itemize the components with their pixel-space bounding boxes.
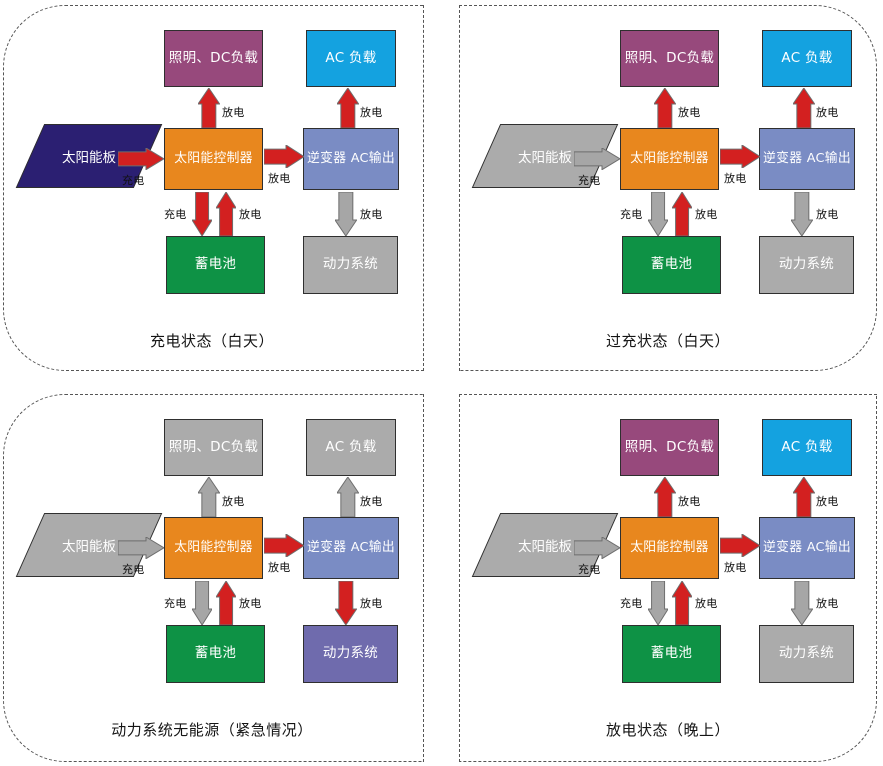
arrow-battery-to-controller-power-system-no-energy bbox=[216, 581, 237, 625]
arrow-label-controller-to-battery-overcharge-day: 充电 bbox=[620, 208, 643, 221]
arrow-label-inverter-to-powersystem-discharging-night: 放电 bbox=[816, 597, 839, 610]
node-inverter-overcharge-day[interactable]: 逆变器 AC输出 bbox=[759, 128, 855, 190]
arrow-controller-to-battery-overcharge-day bbox=[648, 192, 669, 236]
arrow-controller-to-dcload-charging-day bbox=[198, 88, 220, 128]
arrow-label-controller-to-dcload-charging-day: 放电 bbox=[222, 106, 245, 119]
arrow-label-controller-to-dcload-overcharge-day: 放电 bbox=[678, 106, 701, 119]
arrow-inverter-to-acload-discharging-night bbox=[793, 477, 815, 517]
arrow-label-controller-to-inverter-power-system-no-energy: 放电 bbox=[268, 561, 291, 574]
node-inverter-charging-day[interactable]: 逆变器 AC输出 bbox=[303, 128, 399, 190]
arrow-battery-to-controller-discharging-night bbox=[672, 581, 693, 625]
node-ac_load-overcharge-day[interactable]: AC 负载 bbox=[762, 30, 852, 87]
arrow-label-solar-to-controller-overcharge-day: 充电 bbox=[578, 174, 601, 187]
panel-caption-power-system-no-energy: 动力系统无能源（紧急情况） bbox=[111, 721, 313, 739]
arrow-label-controller-to-inverter-charging-day: 放电 bbox=[268, 172, 291, 185]
node-battery-power-system-no-energy[interactable]: 蓄电池 bbox=[166, 625, 265, 683]
arrow-controller-to-battery-power-system-no-energy bbox=[192, 581, 213, 625]
panel-caption-overcharge-day: 过充状态（白天） bbox=[605, 332, 730, 350]
arrow-controller-to-dcload-discharging-night bbox=[654, 477, 676, 517]
panel-caption-charging-day: 充电状态（白天） bbox=[149, 332, 274, 350]
node-inverter-discharging-night[interactable]: 逆变器 AC输出 bbox=[759, 517, 855, 579]
arrow-label-inverter-to-acload-overcharge-day: 放电 bbox=[816, 106, 839, 119]
panel-caption-discharging-night: 放电状态（晚上） bbox=[605, 721, 730, 739]
node-battery-discharging-night[interactable]: 蓄电池 bbox=[622, 625, 721, 683]
node-battery-overcharge-day[interactable]: 蓄电池 bbox=[622, 236, 721, 294]
arrow-controller-to-inverter-power-system-no-energy bbox=[264, 534, 304, 558]
panel-frame-overcharge-day bbox=[459, 5, 877, 371]
node-controller-charging-day[interactable]: 太阳能控制器 bbox=[164, 128, 263, 190]
node-controller-power-system-no-energy[interactable]: 太阳能控制器 bbox=[164, 517, 263, 579]
panel-frame-discharging-night bbox=[459, 394, 877, 762]
arrow-label-battery-to-controller-overcharge-day: 放电 bbox=[695, 208, 718, 221]
node-dc_load-discharging-night[interactable]: 照明、DC负载 bbox=[620, 419, 719, 476]
arrow-battery-to-controller-overcharge-day bbox=[672, 192, 693, 236]
arrow-label-solar-to-controller-charging-day: 充电 bbox=[122, 174, 145, 187]
node-inverter-power-system-no-energy[interactable]: 逆变器 AC输出 bbox=[303, 517, 399, 579]
arrow-inverter-to-acload-power-system-no-energy bbox=[337, 477, 359, 517]
arrow-controller-to-battery-charging-day bbox=[192, 192, 213, 236]
arrow-solar-to-controller-overcharge-day bbox=[574, 148, 620, 170]
node-power_system-power-system-no-energy[interactable]: 动力系统 bbox=[303, 625, 398, 683]
arrow-label-inverter-to-powersystem-power-system-no-energy: 放电 bbox=[360, 597, 383, 610]
arrow-label-solar-to-controller-discharging-night: 充电 bbox=[578, 563, 601, 576]
arrow-controller-to-dcload-power-system-no-energy bbox=[198, 477, 220, 517]
arrow-inverter-to-powersystem-discharging-night bbox=[791, 581, 813, 625]
arrow-solar-to-controller-discharging-night bbox=[574, 537, 620, 559]
node-dc_load-charging-day[interactable]: 照明、DC负载 bbox=[164, 30, 263, 87]
arrow-controller-to-dcload-overcharge-day bbox=[654, 88, 676, 128]
arrow-inverter-to-acload-overcharge-day bbox=[793, 88, 815, 128]
arrow-label-battery-to-controller-discharging-night: 放电 bbox=[695, 597, 718, 610]
arrow-controller-to-battery-discharging-night bbox=[648, 581, 669, 625]
arrow-label-inverter-to-powersystem-charging-day: 放电 bbox=[360, 208, 383, 221]
arrow-label-controller-to-dcload-discharging-night: 放电 bbox=[678, 495, 701, 508]
arrow-label-controller-to-dcload-power-system-no-energy: 放电 bbox=[222, 495, 245, 508]
node-ac_load-discharging-night[interactable]: AC 负载 bbox=[762, 419, 852, 476]
panel-frame-charging-day bbox=[3, 5, 424, 371]
arrow-label-inverter-to-acload-discharging-night: 放电 bbox=[816, 495, 839, 508]
node-battery-charging-day[interactable]: 蓄电池 bbox=[166, 236, 265, 294]
arrow-controller-to-inverter-discharging-night bbox=[720, 534, 760, 558]
arrow-inverter-to-acload-charging-day bbox=[337, 88, 359, 128]
arrow-label-inverter-to-acload-power-system-no-energy: 放电 bbox=[360, 495, 383, 508]
arrow-label-controller-to-battery-charging-day: 充电 bbox=[164, 208, 187, 221]
node-ac_load-power-system-no-energy[interactable]: AC 负载 bbox=[306, 419, 396, 476]
arrow-label-inverter-to-acload-charging-day: 放电 bbox=[360, 106, 383, 119]
node-controller-overcharge-day[interactable]: 太阳能控制器 bbox=[620, 128, 719, 190]
node-power_system-charging-day[interactable]: 动力系统 bbox=[303, 236, 398, 294]
panel-frame-power-system-no-energy bbox=[3, 394, 424, 762]
node-ac_load-charging-day[interactable]: AC 负载 bbox=[306, 30, 396, 87]
arrow-label-battery-to-controller-power-system-no-energy: 放电 bbox=[239, 597, 262, 610]
arrow-battery-to-controller-charging-day bbox=[216, 192, 237, 236]
node-dc_load-power-system-no-energy[interactable]: 照明、DC负载 bbox=[164, 419, 263, 476]
node-dc_load-overcharge-day[interactable]: 照明、DC负载 bbox=[620, 30, 719, 87]
arrow-inverter-to-powersystem-power-system-no-energy bbox=[335, 581, 357, 625]
arrow-label-controller-to-inverter-discharging-night: 放电 bbox=[724, 561, 747, 574]
arrow-label-controller-to-battery-discharging-night: 充电 bbox=[620, 597, 643, 610]
arrow-controller-to-inverter-overcharge-day bbox=[720, 145, 760, 169]
arrow-inverter-to-powersystem-charging-day bbox=[335, 192, 357, 236]
arrow-label-controller-to-inverter-overcharge-day: 放电 bbox=[724, 172, 747, 185]
arrow-solar-to-controller-power-system-no-energy bbox=[118, 537, 164, 559]
node-controller-discharging-night[interactable]: 太阳能控制器 bbox=[620, 517, 719, 579]
arrow-label-controller-to-battery-power-system-no-energy: 充电 bbox=[164, 597, 187, 610]
arrow-solar-to-controller-charging-day bbox=[118, 148, 164, 170]
arrow-label-inverter-to-powersystem-overcharge-day: 放电 bbox=[816, 208, 839, 221]
node-power_system-overcharge-day[interactable]: 动力系统 bbox=[759, 236, 854, 294]
node-power_system-discharging-night[interactable]: 动力系统 bbox=[759, 625, 854, 683]
arrow-controller-to-inverter-charging-day bbox=[264, 145, 304, 169]
arrow-inverter-to-powersystem-overcharge-day bbox=[791, 192, 813, 236]
arrow-label-solar-to-controller-power-system-no-energy: 充电 bbox=[122, 563, 145, 576]
arrow-label-battery-to-controller-charging-day: 放电 bbox=[239, 208, 262, 221]
